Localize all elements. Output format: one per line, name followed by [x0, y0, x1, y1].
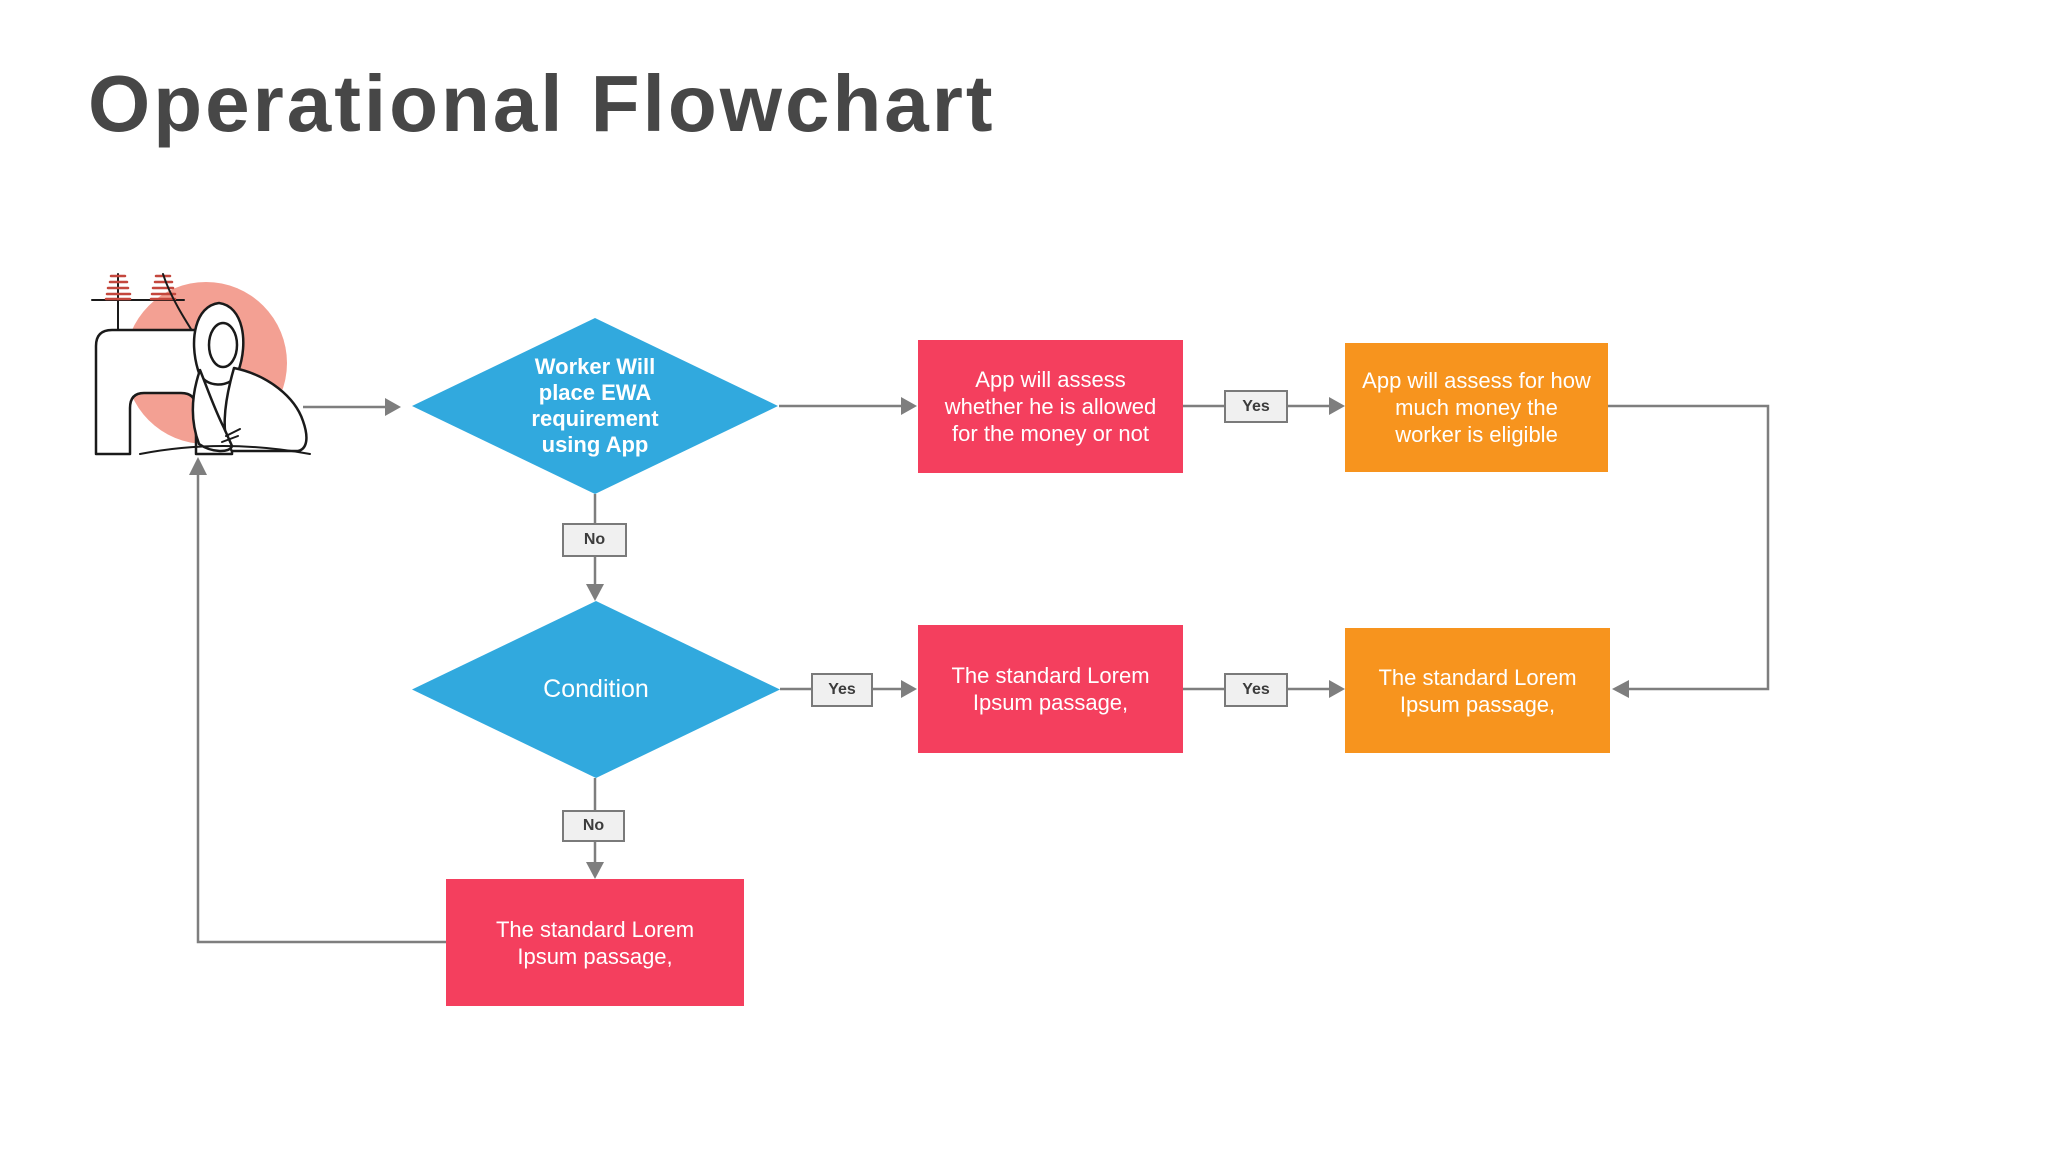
edge-no2-to-process5	[586, 842, 604, 879]
edge-label-yes-2: Yes	[811, 673, 873, 707]
edge-yes3-to-process4	[1288, 680, 1345, 698]
edge-process2-to-process4	[1608, 404, 1770, 698]
arrowhead-icon	[189, 457, 207, 475]
arrowhead-icon	[1329, 397, 1345, 415]
arrowhead-icon	[1612, 680, 1629, 698]
decision-condition-label: Condition	[543, 675, 649, 703]
decision-worker-request-label: Worker Will place EWA requirement using …	[531, 354, 659, 457]
arrowhead-icon	[901, 397, 917, 415]
edge-process5-to-start	[189, 457, 446, 944]
process-lorem-bottom: The standard Lorem Ipsum passage,	[446, 879, 744, 1006]
edge-start-to-decision1	[303, 398, 401, 416]
seamstress-illustration-icon	[91, 273, 311, 456]
edge-label-yes-1: Yes	[1224, 390, 1288, 423]
arrowhead-icon	[901, 680, 917, 698]
edge-decision1-to-process1	[779, 397, 917, 415]
edge-label-no-2: No	[562, 810, 625, 842]
process-lorem-pink-label: The standard Lorem Ipsum passage,	[951, 663, 1150, 715]
edge-no1-to-decision2	[586, 557, 604, 601]
arrowhead-icon	[385, 398, 401, 416]
edge-yes2-to-process3	[873, 680, 917, 698]
edge-label-no-1: No	[562, 523, 627, 557]
edge-label-yes-3: Yes	[1224, 673, 1288, 707]
process-assess-amount: App will assess for how much money the w…	[1345, 343, 1608, 472]
process-lorem-bottom-label: The standard Lorem Ipsum passage,	[495, 916, 695, 969]
seamstress-figure	[139, 301, 311, 455]
arrowhead-icon	[586, 584, 604, 601]
process-lorem-pink: The standard Lorem Ipsum passage,	[918, 625, 1183, 753]
edge-yes1-to-process2	[1288, 397, 1345, 415]
arrowhead-icon	[586, 862, 604, 879]
process-assess-allowed-label: App will assess whether he is allowed fo…	[944, 367, 1157, 446]
process-assess-allowed: App will assess whether he is allowed fo…	[918, 340, 1183, 473]
process-lorem-orange-label: The standard Lorem Ipsum passage,	[1378, 664, 1577, 717]
process-lorem-orange: The standard Lorem Ipsum passage,	[1345, 628, 1610, 753]
page-title: Operational Flowchart	[88, 59, 996, 148]
process-assess-amount-label: App will assess for how much money the w…	[1362, 368, 1591, 447]
arrowhead-icon	[1329, 680, 1345, 698]
